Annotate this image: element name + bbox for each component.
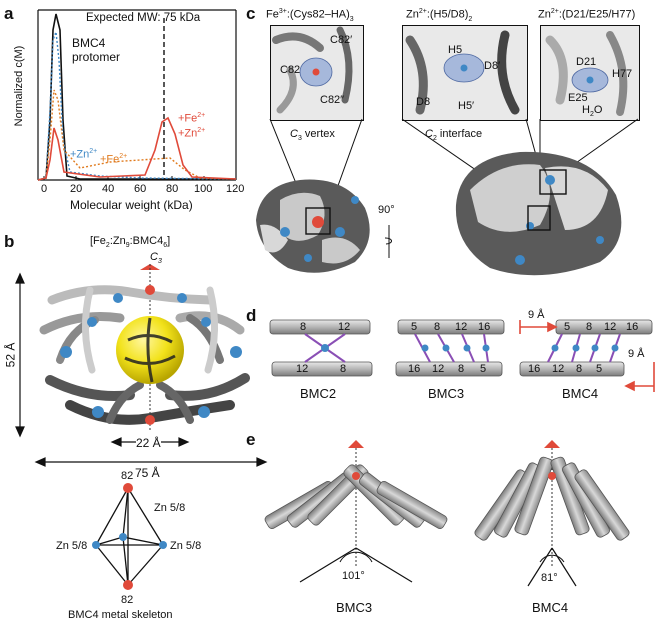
residue-number: 8 xyxy=(434,321,441,333)
c3-vertex-label: C3 vertex xyxy=(290,128,335,143)
dim-22-label: 22 Å xyxy=(136,436,161,450)
c2-interface-label: C2 interface xyxy=(425,128,483,143)
label-c82-dprime: C82″ xyxy=(320,94,345,106)
x-tick: 20 xyxy=(70,183,83,195)
residue-number: 12 xyxy=(296,363,309,375)
residue-number: 12 xyxy=(604,321,617,333)
label-c82: C82 xyxy=(280,64,301,76)
label-h5: H5 xyxy=(448,44,463,56)
zn2-site-title: Zn2+:(D21/E25/H77) xyxy=(538,8,636,21)
protomer-label: protomer xyxy=(72,50,121,64)
residue-number: 16 xyxy=(478,321,491,333)
bmc4-caption-d: BMC4 xyxy=(562,386,599,401)
bmc3-caption-e: BMC3 xyxy=(336,600,373,615)
panel-label-d: d xyxy=(246,306,257,325)
label-d8-prime: D8′ xyxy=(484,60,501,72)
residue-number: 5 xyxy=(411,321,418,333)
curve-fezn xyxy=(37,116,237,181)
residue-number: 12 xyxy=(552,363,565,375)
skeleton-caption: BMC4 metal skeleton xyxy=(68,609,173,621)
residue-number: 8 xyxy=(586,321,593,333)
complex-formula: [Fe2:Zn9:BMC46] xyxy=(90,235,171,250)
residue-number: 8 xyxy=(458,363,465,375)
c3-axis-label: C3 xyxy=(150,251,162,266)
rotation-90-label: 90° xyxy=(378,204,395,216)
x-tick: 80 xyxy=(166,183,179,195)
label-h2o: H2O xyxy=(582,104,603,119)
fe-site-title: Fe3+:(Cys82–HA)3 xyxy=(266,8,354,23)
label-d8: D8 xyxy=(416,96,431,108)
x-tick: 60 xyxy=(134,183,147,195)
residue-number: 5 xyxy=(564,321,571,333)
label-d21: D21 xyxy=(576,56,597,68)
bmc4-caption-e: BMC4 xyxy=(532,600,569,615)
residue-number: 16 xyxy=(528,363,541,375)
label-c82-prime: C82′ xyxy=(330,34,353,46)
bmc2-caption: BMC2 xyxy=(300,386,337,401)
residue-number: 8 xyxy=(340,363,347,375)
x-tick: 0 xyxy=(41,183,48,195)
skeleton-node-82-top: 82 xyxy=(121,470,134,482)
fezn-curve-label-fe: +Fe2+ xyxy=(178,112,206,125)
curve-fe xyxy=(37,89,237,181)
shift-label-bottom: 9 Å xyxy=(628,348,645,360)
skeleton-node-zn-right: Zn 5/8 xyxy=(170,540,202,552)
skeleton-node-zn-left: Zn 5/8 xyxy=(56,540,88,552)
bmc3-angle-label: 101° xyxy=(342,570,365,582)
x-tick: 40 xyxy=(102,183,115,195)
panel-label-c: c xyxy=(246,4,256,23)
bmc3-caption: BMC3 xyxy=(428,386,465,401)
residue-number: 12 xyxy=(455,321,468,333)
residue-number: 12 xyxy=(432,363,445,375)
label-h5-prime: H5′ xyxy=(458,100,475,112)
zn-curve-label: +Zn2+ xyxy=(70,148,98,161)
panel-label-e: e xyxy=(246,430,256,449)
skeleton-node-zn-top: Zn 5/8 xyxy=(154,502,186,514)
label-e25: E25 xyxy=(568,92,588,104)
dim-75-label: 75 Å xyxy=(135,466,160,480)
fezn-curve-label-zn: +Zn2+ xyxy=(178,127,206,140)
residue-number: 8 xyxy=(300,321,307,333)
expected-mw-label: Expected MW: 75 kDa xyxy=(86,12,201,24)
x-tick: 120 xyxy=(226,183,245,195)
shift-label-top: 9 Å xyxy=(528,309,545,321)
bmc4-angle-label: 81° xyxy=(541,572,558,584)
panel-a-xlabel: Molecular weight (kDa) xyxy=(70,198,193,212)
residue-number: 5 xyxy=(596,363,603,375)
residue-number: 16 xyxy=(626,321,639,333)
panel-label-b: b xyxy=(4,232,15,251)
zn1-site-title: Zn2+:(H5/D8)2 xyxy=(406,8,473,23)
panel-label-a: a xyxy=(4,4,14,23)
curve-zn xyxy=(37,31,237,181)
x-tick: 100 xyxy=(194,183,213,195)
skeleton-node-82-bot: 82 xyxy=(121,594,134,606)
residue-number: 5 xyxy=(480,363,487,375)
residue-number: 16 xyxy=(408,363,421,375)
bmc4-label: BMC4 xyxy=(72,36,106,50)
residue-number: 12 xyxy=(338,321,351,333)
label-h77: H77 xyxy=(612,68,633,80)
fe-curve-label: +Fe2+ xyxy=(100,153,128,166)
residue-number: 8 xyxy=(576,363,583,375)
